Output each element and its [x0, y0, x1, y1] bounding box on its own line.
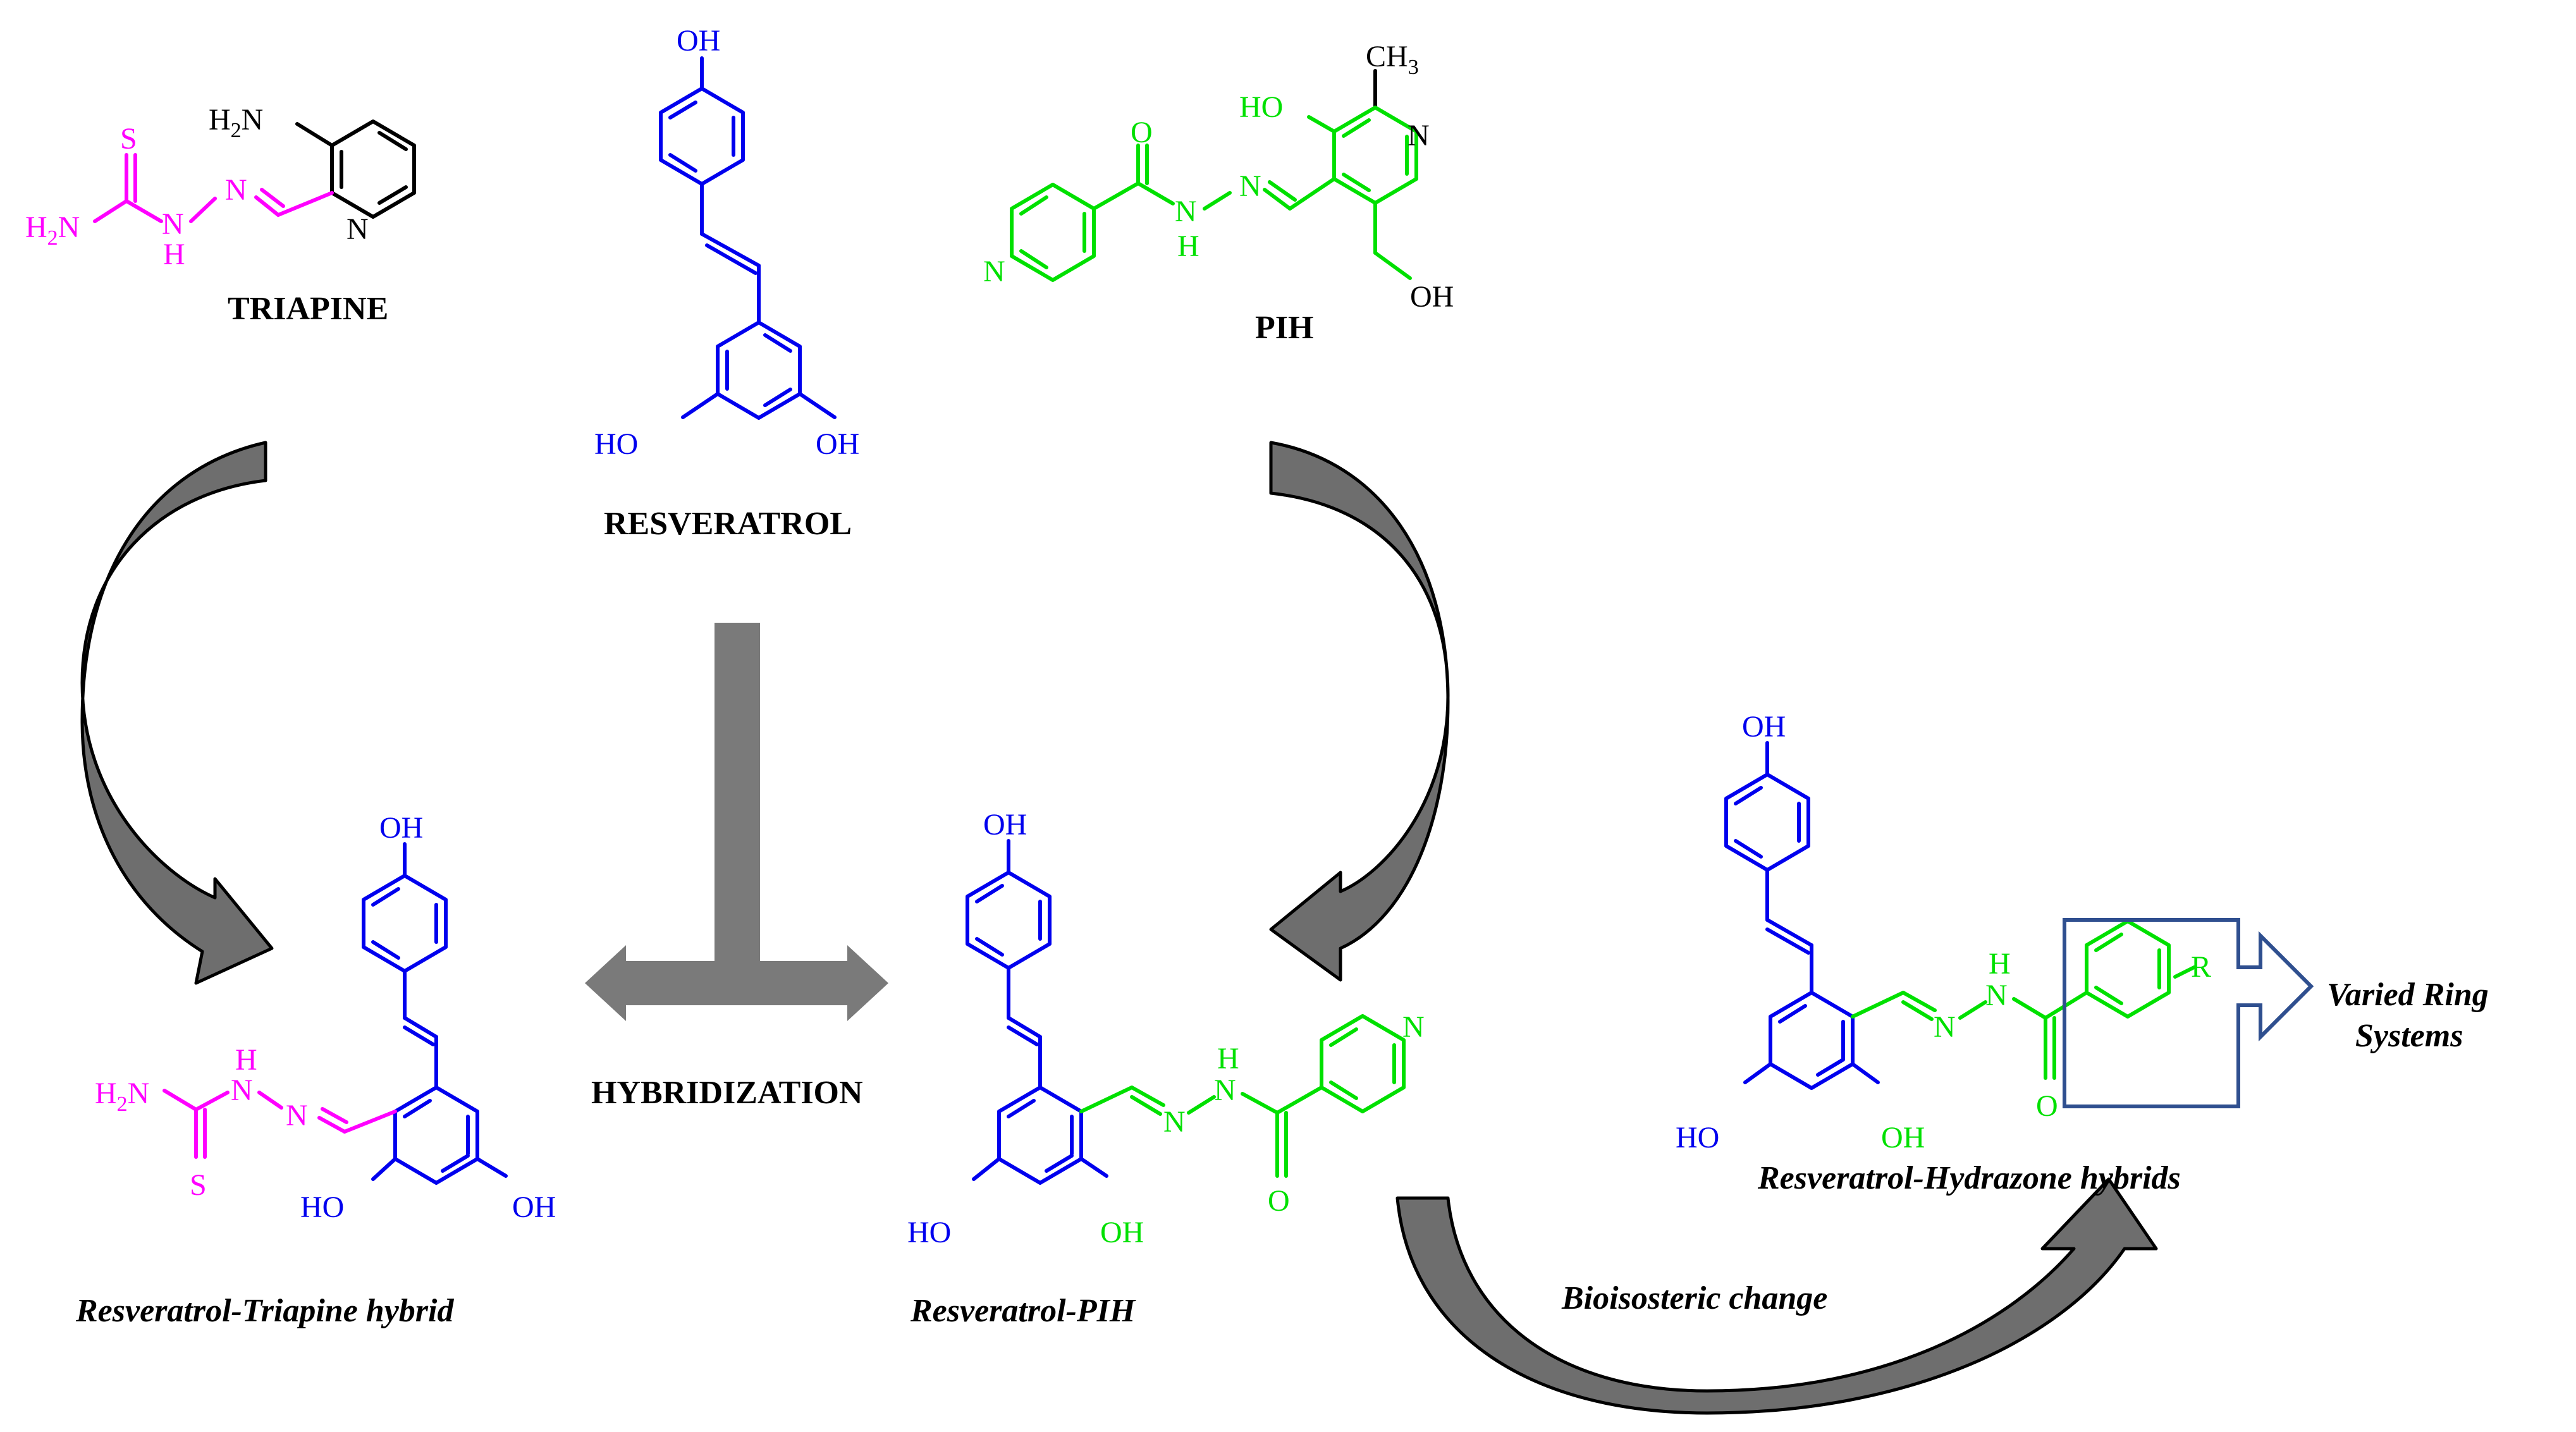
tri-hybrid-4oh: OH	[379, 811, 423, 845]
hydrazone-imine-n: N	[1934, 1010, 1956, 1044]
triapine-hybrid-caption: Resveratrol-Triapine hybrid	[75, 1293, 454, 1329]
pih-ch2oh: OH	[1410, 280, 1454, 314]
varied-ring-caption-2: Systems	[2355, 1018, 2463, 1054]
tri-hybrid-2oh: HO	[300, 1190, 344, 1224]
hydrazone-hybrid-structure: OH HO OH N N H O R	[1676, 710, 2314, 1154]
triapine-imine-n: N	[225, 173, 247, 207]
triapine-sulfur: S	[120, 122, 137, 156]
tri-hybrid-sulfur: S	[190, 1168, 207, 1202]
hydrazone-nh-h: H	[1989, 947, 2011, 981]
tri-hybrid-nh2: H2N	[95, 1077, 149, 1116]
pih-hybrid-4oh: OH	[983, 808, 1027, 841]
hydrazone-carbonyl-o: O	[2036, 1089, 2058, 1123]
hydrazone-r-group: R	[2191, 950, 2211, 984]
pih-hydroxy: HO	[1239, 90, 1283, 124]
pih-hybrid-2oh: OH	[1100, 1216, 1144, 1249]
pih-methyl: CH3	[1366, 40, 1419, 79]
triapine-nh-n: N	[162, 207, 184, 241]
tri-hybrid-imine-n: N	[286, 1099, 308, 1132]
pih-imine-n: N	[1239, 169, 1261, 203]
triapine-title: TRIAPINE	[228, 291, 388, 327]
pih-hybrid-nh-n: N	[1214, 1074, 1236, 1107]
resveratrol-5oh: OH	[816, 427, 859, 461]
triapine-hybrid-structure: OH HO OH N N H S H2N	[95, 811, 556, 1224]
triapine-thioamide-nh2: H2N	[25, 211, 80, 250]
resveratrol-3oh: HO	[594, 427, 638, 461]
hydrazone-hybrids-caption: Resveratrol-Hydrazone hybrids	[1757, 1160, 2181, 1196]
resveratrol-structure: OH HO OH	[594, 24, 859, 461]
hydrazone-4oh: OH	[1742, 710, 1786, 744]
pih-ring-n: N	[1408, 119, 1430, 152]
pih-hybrid-nh-h: H	[1217, 1042, 1239, 1075]
tri-hybrid-5oh: OH	[512, 1190, 556, 1224]
pih-hybrid-caption: Resveratrol-PIH	[910, 1293, 1136, 1329]
hydrazone-5oh: HO	[1676, 1121, 1719, 1154]
varied-ring-caption-1: Varied Ring	[2327, 977, 2489, 1013]
curved-arrow-right	[1269, 441, 1450, 982]
triapine-ring-n: N	[347, 212, 369, 246]
resveratrol-title: RESVERATROL	[604, 506, 852, 542]
resveratrol-4oh: OH	[677, 24, 720, 58]
pih-hybrid-structure: OH HO OH N N H O N	[907, 808, 1425, 1249]
pih-hybrid-imine-n: N	[1163, 1105, 1186, 1139]
hydrazone-2oh: OH	[1881, 1121, 1925, 1154]
curved-arrow-left	[80, 441, 274, 985]
pih-hybrid-carbonyl-o: O	[1268, 1184, 1290, 1218]
triapine-amine-label: H2N	[209, 103, 263, 142]
pih-structure: CH3 N HO OH N N H O N	[983, 40, 1454, 314]
triapine-structure: H2N N N N H S H2N	[25, 103, 416, 271]
hybridization-arrow	[585, 623, 888, 1021]
triapine-nh-h: H	[163, 238, 185, 271]
hydrazone-nh-n: N	[1985, 979, 2008, 1012]
hybridization-label: HYBRIDIZATION	[591, 1075, 863, 1111]
bioisosteric-caption: Bioisosteric change	[1561, 1280, 1827, 1316]
pih-hybrid-5oh: HO	[907, 1216, 951, 1249]
pih-nh-h: H	[1177, 229, 1199, 263]
pih-carbonyl-o: O	[1131, 116, 1153, 149]
pih-nh-n: N	[1175, 195, 1197, 228]
curved-arrow-bottom	[1395, 1177, 2158, 1415]
pih-title: PIH	[1255, 310, 1313, 346]
tri-hybrid-nh-h: H	[235, 1043, 257, 1077]
variation-frame-arrow	[2063, 918, 2314, 1108]
pih-hybrid-pyridine-n: N	[1402, 1010, 1425, 1044]
tri-hybrid-nh-n: N	[231, 1074, 253, 1107]
pih-pyridine-n: N	[983, 255, 1005, 288]
